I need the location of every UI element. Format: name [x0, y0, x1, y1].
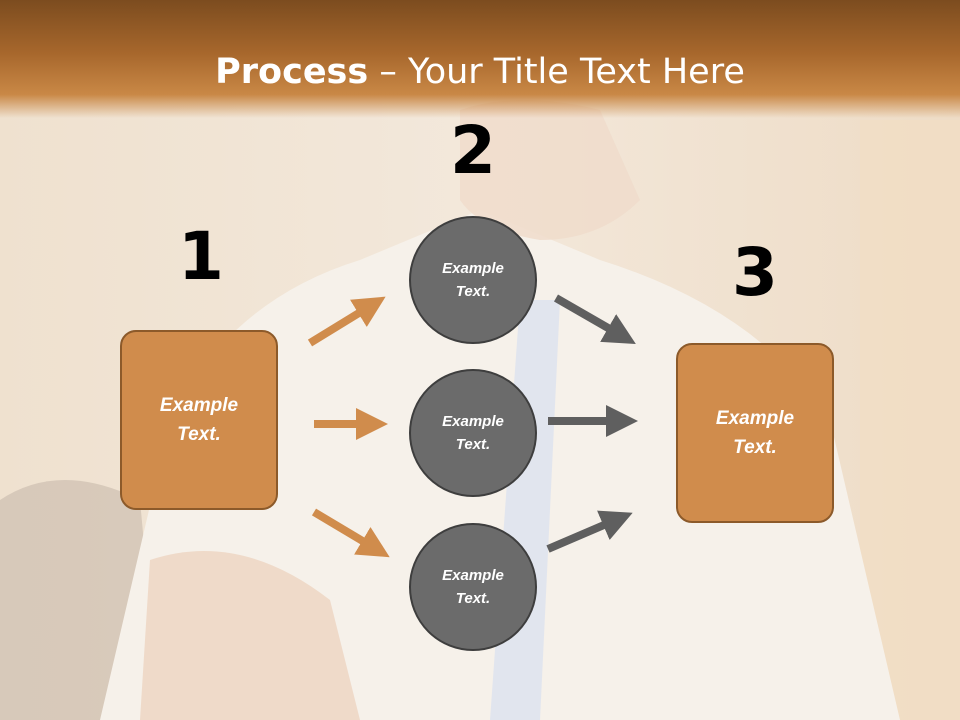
arrow-top-to-right	[554, 294, 636, 344]
box-left-line2: Text.	[177, 424, 221, 445]
circle-top-line1: Example	[442, 260, 504, 277]
circle-bottom-line1: Example	[442, 567, 504, 584]
arrow-bottom-to-right	[546, 510, 633, 553]
title-banner	[0, 0, 960, 118]
step-number-3: 3	[732, 234, 778, 311]
slide-title: Process – Your Title Text Here	[0, 52, 960, 92]
title-bold: Process	[215, 52, 369, 92]
title-rest: – Your Title Text Here	[368, 52, 745, 92]
circle-middle-line1: Example	[442, 413, 504, 430]
arrow-left-to-bottom	[311, 508, 390, 558]
box-left-line1: Example	[159, 395, 239, 416]
step-number-2: 2	[450, 112, 496, 189]
step-number-1: 1	[178, 218, 224, 295]
circle-middle-line2: Text.	[455, 436, 491, 453]
box-right-line2: Text.	[733, 437, 777, 458]
arrow-left-to-top	[307, 296, 386, 347]
box-right-line1: Example	[715, 408, 795, 429]
circle-top-line2: Text.	[455, 283, 491, 300]
circle-bottom-line2: Text.	[455, 590, 491, 607]
